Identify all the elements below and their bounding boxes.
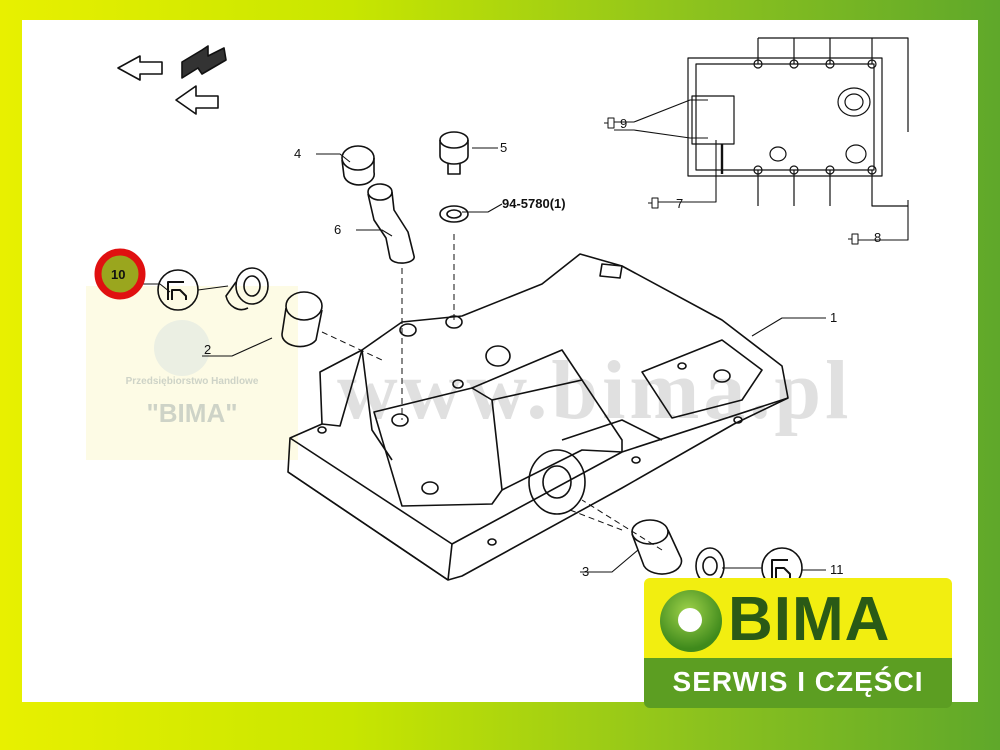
seal-ring-part-10 xyxy=(225,267,269,311)
callout-2: 2 xyxy=(204,342,211,357)
exploded-parts-diagram: 1 2 3 4 5 6 7 8 9 10 11 94-5780(1) xyxy=(94,37,909,589)
logo-bottom-panel xyxy=(644,658,952,708)
cap-part-4 xyxy=(341,145,376,186)
callout-4: 4 xyxy=(294,146,301,161)
callout-1: 1 xyxy=(830,310,837,325)
callout-5: 5 xyxy=(500,140,507,155)
assembly-axes xyxy=(321,234,663,551)
pipe-part-6 xyxy=(367,183,415,264)
callout-ref-94-5780: 94-5780(1) xyxy=(502,196,566,211)
stamp-line2: "BIMA" xyxy=(146,398,238,428)
company-stamp: Przedsiębiorstwo Handlowe "BIMA" xyxy=(86,286,298,460)
housing-part-1 xyxy=(287,253,789,581)
watermark-url: www.bima.pl xyxy=(337,344,853,437)
direction-arrows-icon xyxy=(117,45,227,115)
washer-part-94-5780 xyxy=(439,205,469,223)
bushing-part-3 xyxy=(631,519,683,575)
callout-6: 6 xyxy=(334,222,341,237)
bushing-part-2 xyxy=(281,291,323,348)
callout-3: 3 xyxy=(582,564,589,579)
view-symbols xyxy=(604,117,859,245)
callout-11: 11 xyxy=(830,562,844,577)
leader-lines xyxy=(138,99,909,573)
logo-ball-icon xyxy=(660,590,722,652)
logo-tagline: SERWIS I CZĘŚCI xyxy=(672,666,924,697)
callout-8: 8 xyxy=(874,230,881,245)
seal-symbol-icon-left xyxy=(157,269,199,311)
stamp-line1: Przedsiębiorstwo Handlowe xyxy=(125,376,259,387)
inset-top-view xyxy=(687,37,909,207)
plug-part-5 xyxy=(439,131,469,175)
stamp-emblem xyxy=(154,320,210,376)
highlight-ring xyxy=(94,248,146,300)
callout-9: 9 xyxy=(620,116,627,131)
bima-logo: BIMA SERWIS I CZĘŚCI xyxy=(644,578,952,710)
callout-7: 7 xyxy=(676,196,683,211)
logo-name: BIMA xyxy=(728,585,891,654)
diagram-canvas: Przedsiębiorstwo Handlowe "BIMA" www.bim… xyxy=(22,20,978,702)
callout-10: 10 xyxy=(111,267,125,282)
